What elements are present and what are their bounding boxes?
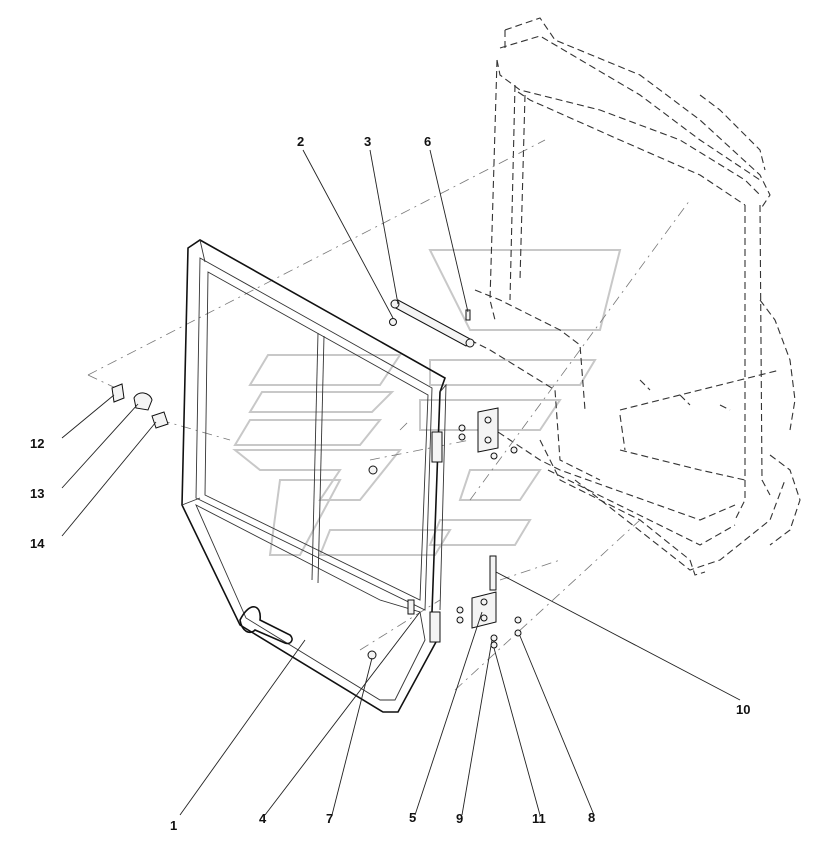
callout-4: 4 xyxy=(259,811,267,826)
callout-13: 13 xyxy=(30,486,44,501)
callout-3: 3 xyxy=(364,134,371,149)
door-assembly xyxy=(181,239,447,713)
cab-frame-outline xyxy=(469,17,801,576)
callout-9: 9 xyxy=(456,811,463,826)
callout-14: 14 xyxy=(30,536,45,551)
callout-5: 5 xyxy=(409,810,416,825)
callout-12: 12 xyxy=(30,436,44,451)
callout-6: 6 xyxy=(424,134,431,149)
callout-11: 11 xyxy=(532,811,546,826)
callout-1: 1 xyxy=(170,818,177,833)
callout-10: 10 xyxy=(736,702,750,717)
callout-2: 2 xyxy=(297,134,304,149)
hardware-parts xyxy=(111,299,522,660)
assembly-center-lines xyxy=(87,139,691,691)
watermark-logo xyxy=(232,249,622,556)
door-hinges xyxy=(407,431,443,643)
callout-leaders xyxy=(61,149,741,816)
callout-7: 7 xyxy=(326,811,333,826)
callout-labels: 1 2 3 4 5 6 7 8 9 10 11 12 13 14 xyxy=(30,134,750,833)
callout-8: 8 xyxy=(588,810,595,825)
door-handle xyxy=(239,606,293,645)
